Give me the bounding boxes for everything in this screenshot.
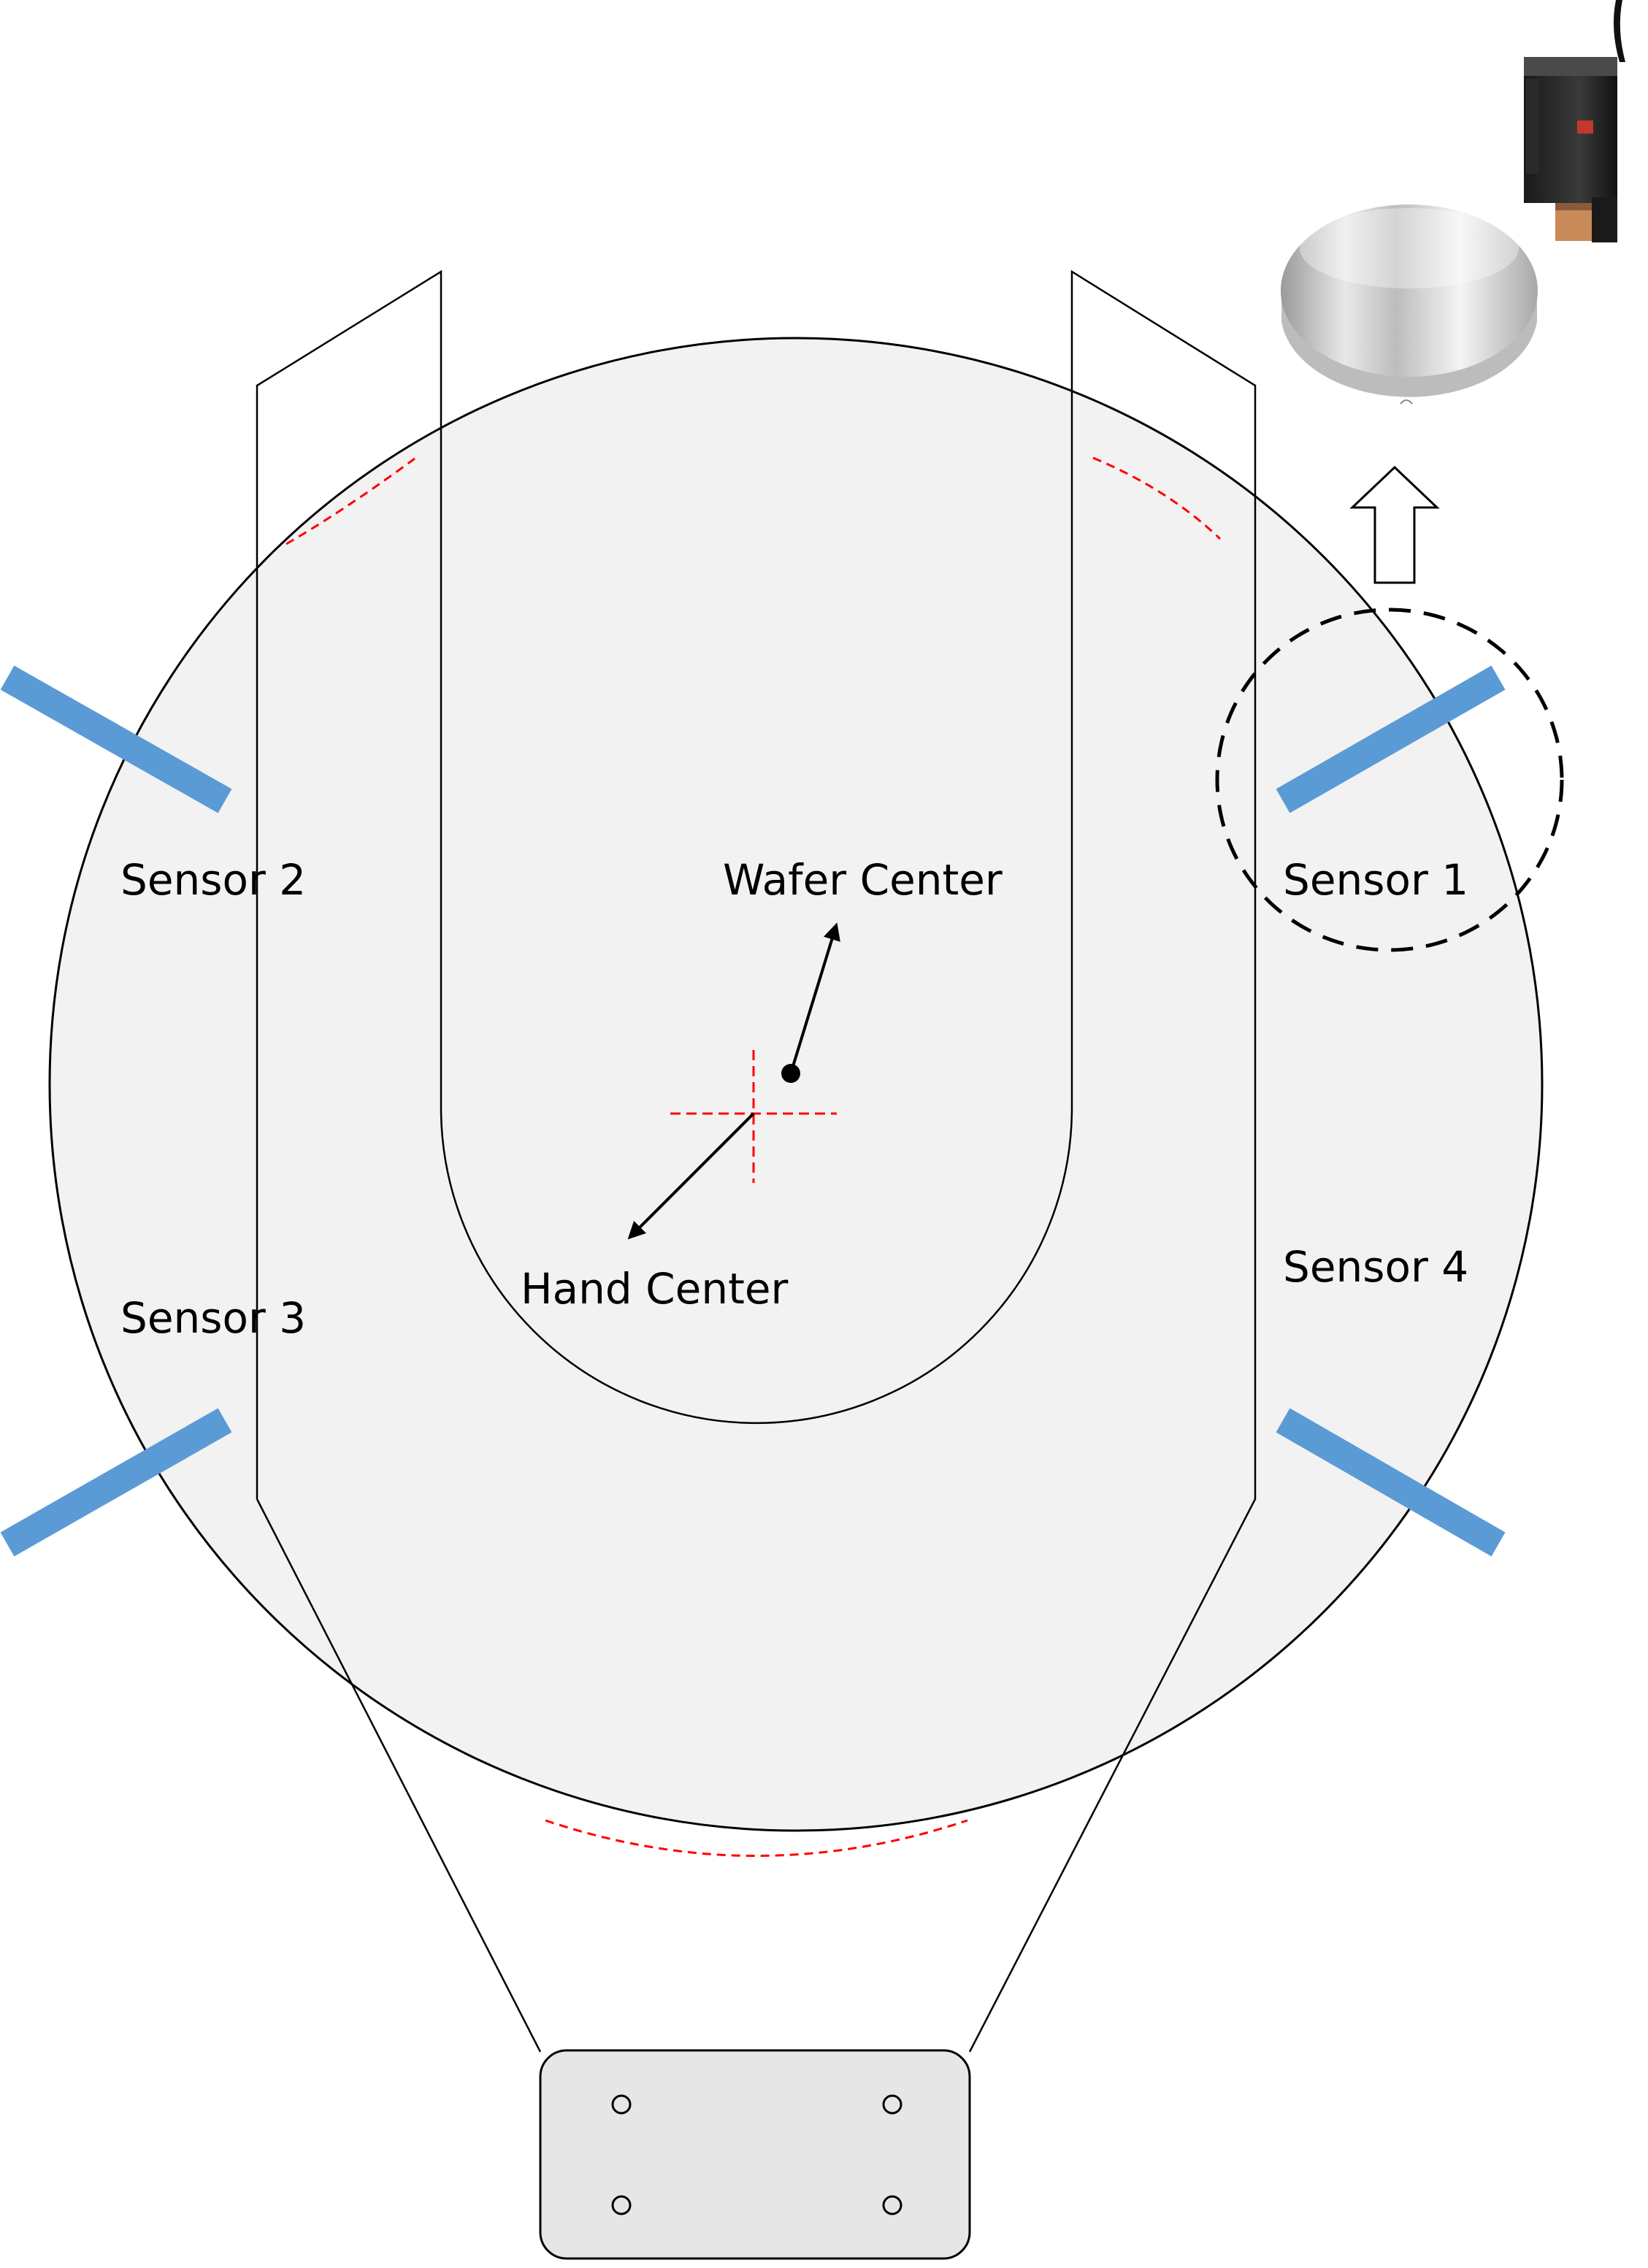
sensor-4-label: Sensor 4 <box>1283 1242 1468 1292</box>
wafer-center-label: Wafer Center <box>723 855 1003 905</box>
sensor-3-bar <box>0 1408 232 1557</box>
base-hole <box>611 2195 632 2215</box>
sensor-4-bar <box>1276 1408 1506 1557</box>
hand-base-plate <box>539 2049 971 2260</box>
reference-arc-top-right <box>1092 456 1222 540</box>
up-arrow-icon <box>1349 465 1440 584</box>
hand-center-label: Hand Center <box>521 1264 789 1314</box>
wafer <box>48 337 1544 1832</box>
base-hole <box>611 2094 632 2115</box>
sensor-2-bar <box>0 665 232 813</box>
sensor-photo-icon <box>1278 0 1625 410</box>
reference-arc-bottom <box>545 1819 968 1857</box>
sensor-3-label: Sensor 3 <box>120 1293 306 1343</box>
sensor-1-label: Sensor 1 <box>1283 855 1468 905</box>
robot-hand-arm-left <box>256 1498 542 2053</box>
base-hole <box>882 2094 902 2115</box>
robot-hand-outline <box>256 269 1257 2053</box>
wafer-center-point <box>781 1064 800 1083</box>
hand-center-arrow <box>627 1112 755 1240</box>
sensor-1-highlight-circle <box>1215 608 1564 952</box>
reference-arc-top-left <box>285 457 415 545</box>
sensor-1-bar <box>1276 665 1506 813</box>
sensor-2-label: Sensor 2 <box>120 855 306 905</box>
base-hole <box>882 2195 902 2215</box>
wafer-center-arrow <box>789 922 840 1074</box>
